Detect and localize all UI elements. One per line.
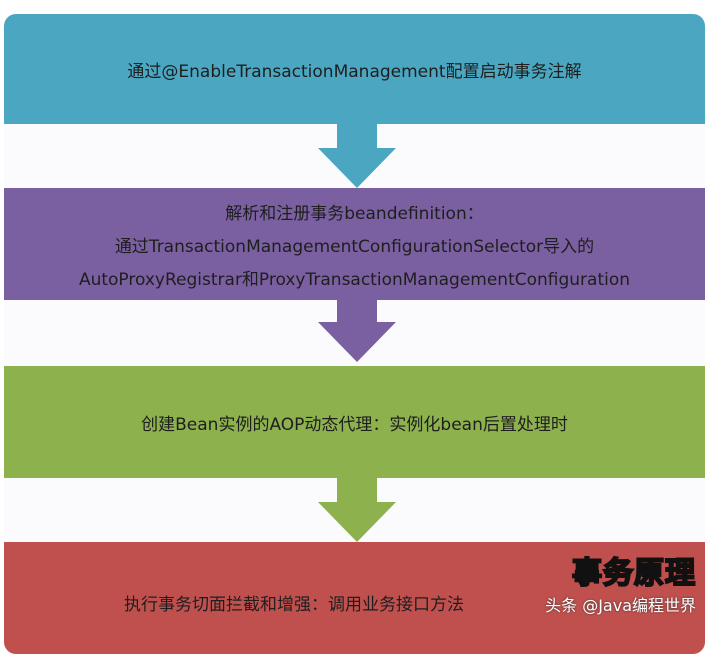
watermark: 事务原理 头条 @Java编程世界 xyxy=(526,555,696,616)
step-4-text: 执行事务切面拦截和增强：调用业务接口方法 xyxy=(124,595,464,615)
arrow-down-icon xyxy=(318,124,396,188)
arrow-down-icon xyxy=(318,300,396,362)
step-3-text: 创建Bean实例的AOP动态代理：实例化bean后置处理时 xyxy=(141,414,568,435)
step-2-line-2: 通过TransactionManagementConfigurationSele… xyxy=(114,236,595,257)
step-3: 创建Bean实例的AOP动态代理：实例化bean后置处理时 xyxy=(4,366,705,478)
watermark-title: 事务原理 xyxy=(571,555,696,592)
step-1-text: 通过@EnableTransactionManagement配置启动事务注解 xyxy=(127,61,582,82)
step-2-line-3: AutoProxyRegistrar和ProxyTransactionManag… xyxy=(78,269,631,290)
step-1: 通过@EnableTransactionManagement配置启动事务注解 xyxy=(4,14,705,124)
step-2: 解析和注册事务beandefinition： 通过TransactionMana… xyxy=(4,188,705,300)
watermark-source: 头条 @Java编程世界 xyxy=(545,596,696,615)
arrow-down-icon xyxy=(318,478,396,542)
step-4: 执行事务切面拦截和增强：调用业务接口方法 xyxy=(4,542,705,654)
flow-diagram: 通过@EnableTransactionManagement配置启动事务注解 解… xyxy=(4,14,705,654)
step-2-title: 解析和注册事务beandefinition： xyxy=(225,203,484,224)
